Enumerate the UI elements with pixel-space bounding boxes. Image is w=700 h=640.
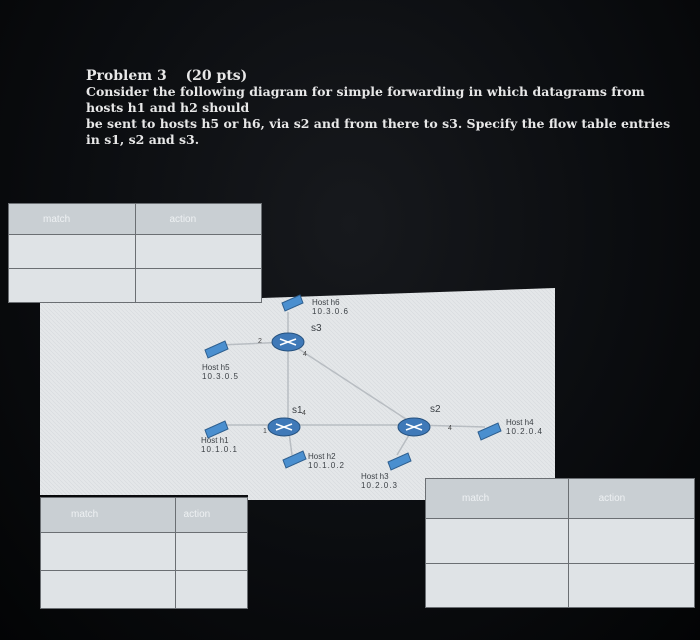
host-name: Host h4 <box>506 418 534 427</box>
host-h2-label: Host h2 10.1.0.2 <box>308 452 345 470</box>
host-h4-icon <box>477 422 502 441</box>
host-h3-label: Host h3 10.2.0.3 <box>361 472 398 490</box>
host-h3-icon <box>387 452 412 471</box>
port-label: 4 <box>303 351 307 358</box>
port-label: 2 <box>258 338 262 345</box>
host-ip: 10.1.0.1 <box>201 445 238 454</box>
host-ip: 10.1.0.2 <box>308 461 345 470</box>
switch-s2-label: s2 <box>430 404 441 415</box>
table-cell[interactable] <box>567 518 696 564</box>
flow-table-top-left: match action <box>8 203 262 303</box>
table-cell[interactable] <box>425 562 569 609</box>
host-name: Host h5 <box>202 363 230 372</box>
switch-s3-label: s3 <box>311 323 322 334</box>
problem-number: Problem 3 <box>86 68 167 84</box>
problem-points: (20 pts) <box>185 68 248 84</box>
port-label: 4 <box>302 410 306 417</box>
table-header-action: action <box>134 203 262 235</box>
problem-text-line-1: Consider the following diagram for simpl… <box>86 84 645 115</box>
host-h2-icon <box>282 450 307 469</box>
host-name: Host h2 <box>308 452 336 461</box>
switch-s2-icon <box>397 417 431 437</box>
table-header-action: action <box>174 497 249 533</box>
host-ip: 10.2.0.3 <box>361 481 398 490</box>
flow-table-bottom-left: match action <box>40 497 249 610</box>
table-header-match: match <box>40 497 176 533</box>
table-cell[interactable] <box>425 518 569 564</box>
host-h6-label: Host h6 10.3.0.6 <box>312 298 349 316</box>
flow-table-bottom-right: match action <box>425 477 696 609</box>
host-h4-label: Host h4 10.2.0.4 <box>506 418 543 436</box>
table-cell[interactable] <box>40 531 176 571</box>
link-s3-s2 <box>287 341 416 426</box>
switch-s3-icon <box>271 332 305 352</box>
table-cell[interactable] <box>567 562 696 609</box>
host-h1-icon <box>204 420 229 439</box>
host-name: Host h3 <box>361 472 389 481</box>
host-ip: 10.3.0.5 <box>202 372 239 381</box>
host-ip: 10.3.0.6 <box>312 307 349 316</box>
table-cell[interactable] <box>134 268 262 303</box>
problem-title: Problem 3 (20 pts) <box>86 68 686 84</box>
table-cell[interactable] <box>174 569 249 610</box>
host-h6-icon <box>281 294 304 312</box>
host-h1-label: Host h1 10.1.0.1 <box>201 436 238 454</box>
table-cell[interactable] <box>174 531 249 571</box>
host-ip: 10.2.0.4 <box>506 427 543 436</box>
host-h5-label: Host h5 10.3.0.5 <box>202 363 239 381</box>
switch-s1-label: s1 <box>292 405 303 416</box>
table-header-match: match <box>8 203 136 235</box>
table-header-action: action <box>567 477 696 520</box>
port-label: 1 <box>263 428 267 435</box>
host-h5-icon <box>204 340 229 359</box>
host-name: Host h1 <box>201 436 229 445</box>
problem-header: Problem 3 (20 pts) Consider the followin… <box>86 68 686 148</box>
table-cell[interactable] <box>8 234 136 269</box>
problem-text-line-2: be sent to hosts h5 or h6, via s2 and fr… <box>86 116 671 147</box>
port-label: 4 <box>448 425 452 432</box>
host-name: Host h6 <box>312 298 340 307</box>
table-cell[interactable] <box>8 268 136 303</box>
table-cell[interactable] <box>40 569 176 610</box>
table-cell[interactable] <box>134 234 262 269</box>
switch-s1-icon <box>267 417 301 437</box>
table-header-match: match <box>425 477 569 520</box>
port-labels: 2 4 1 4 4 <box>258 338 452 435</box>
